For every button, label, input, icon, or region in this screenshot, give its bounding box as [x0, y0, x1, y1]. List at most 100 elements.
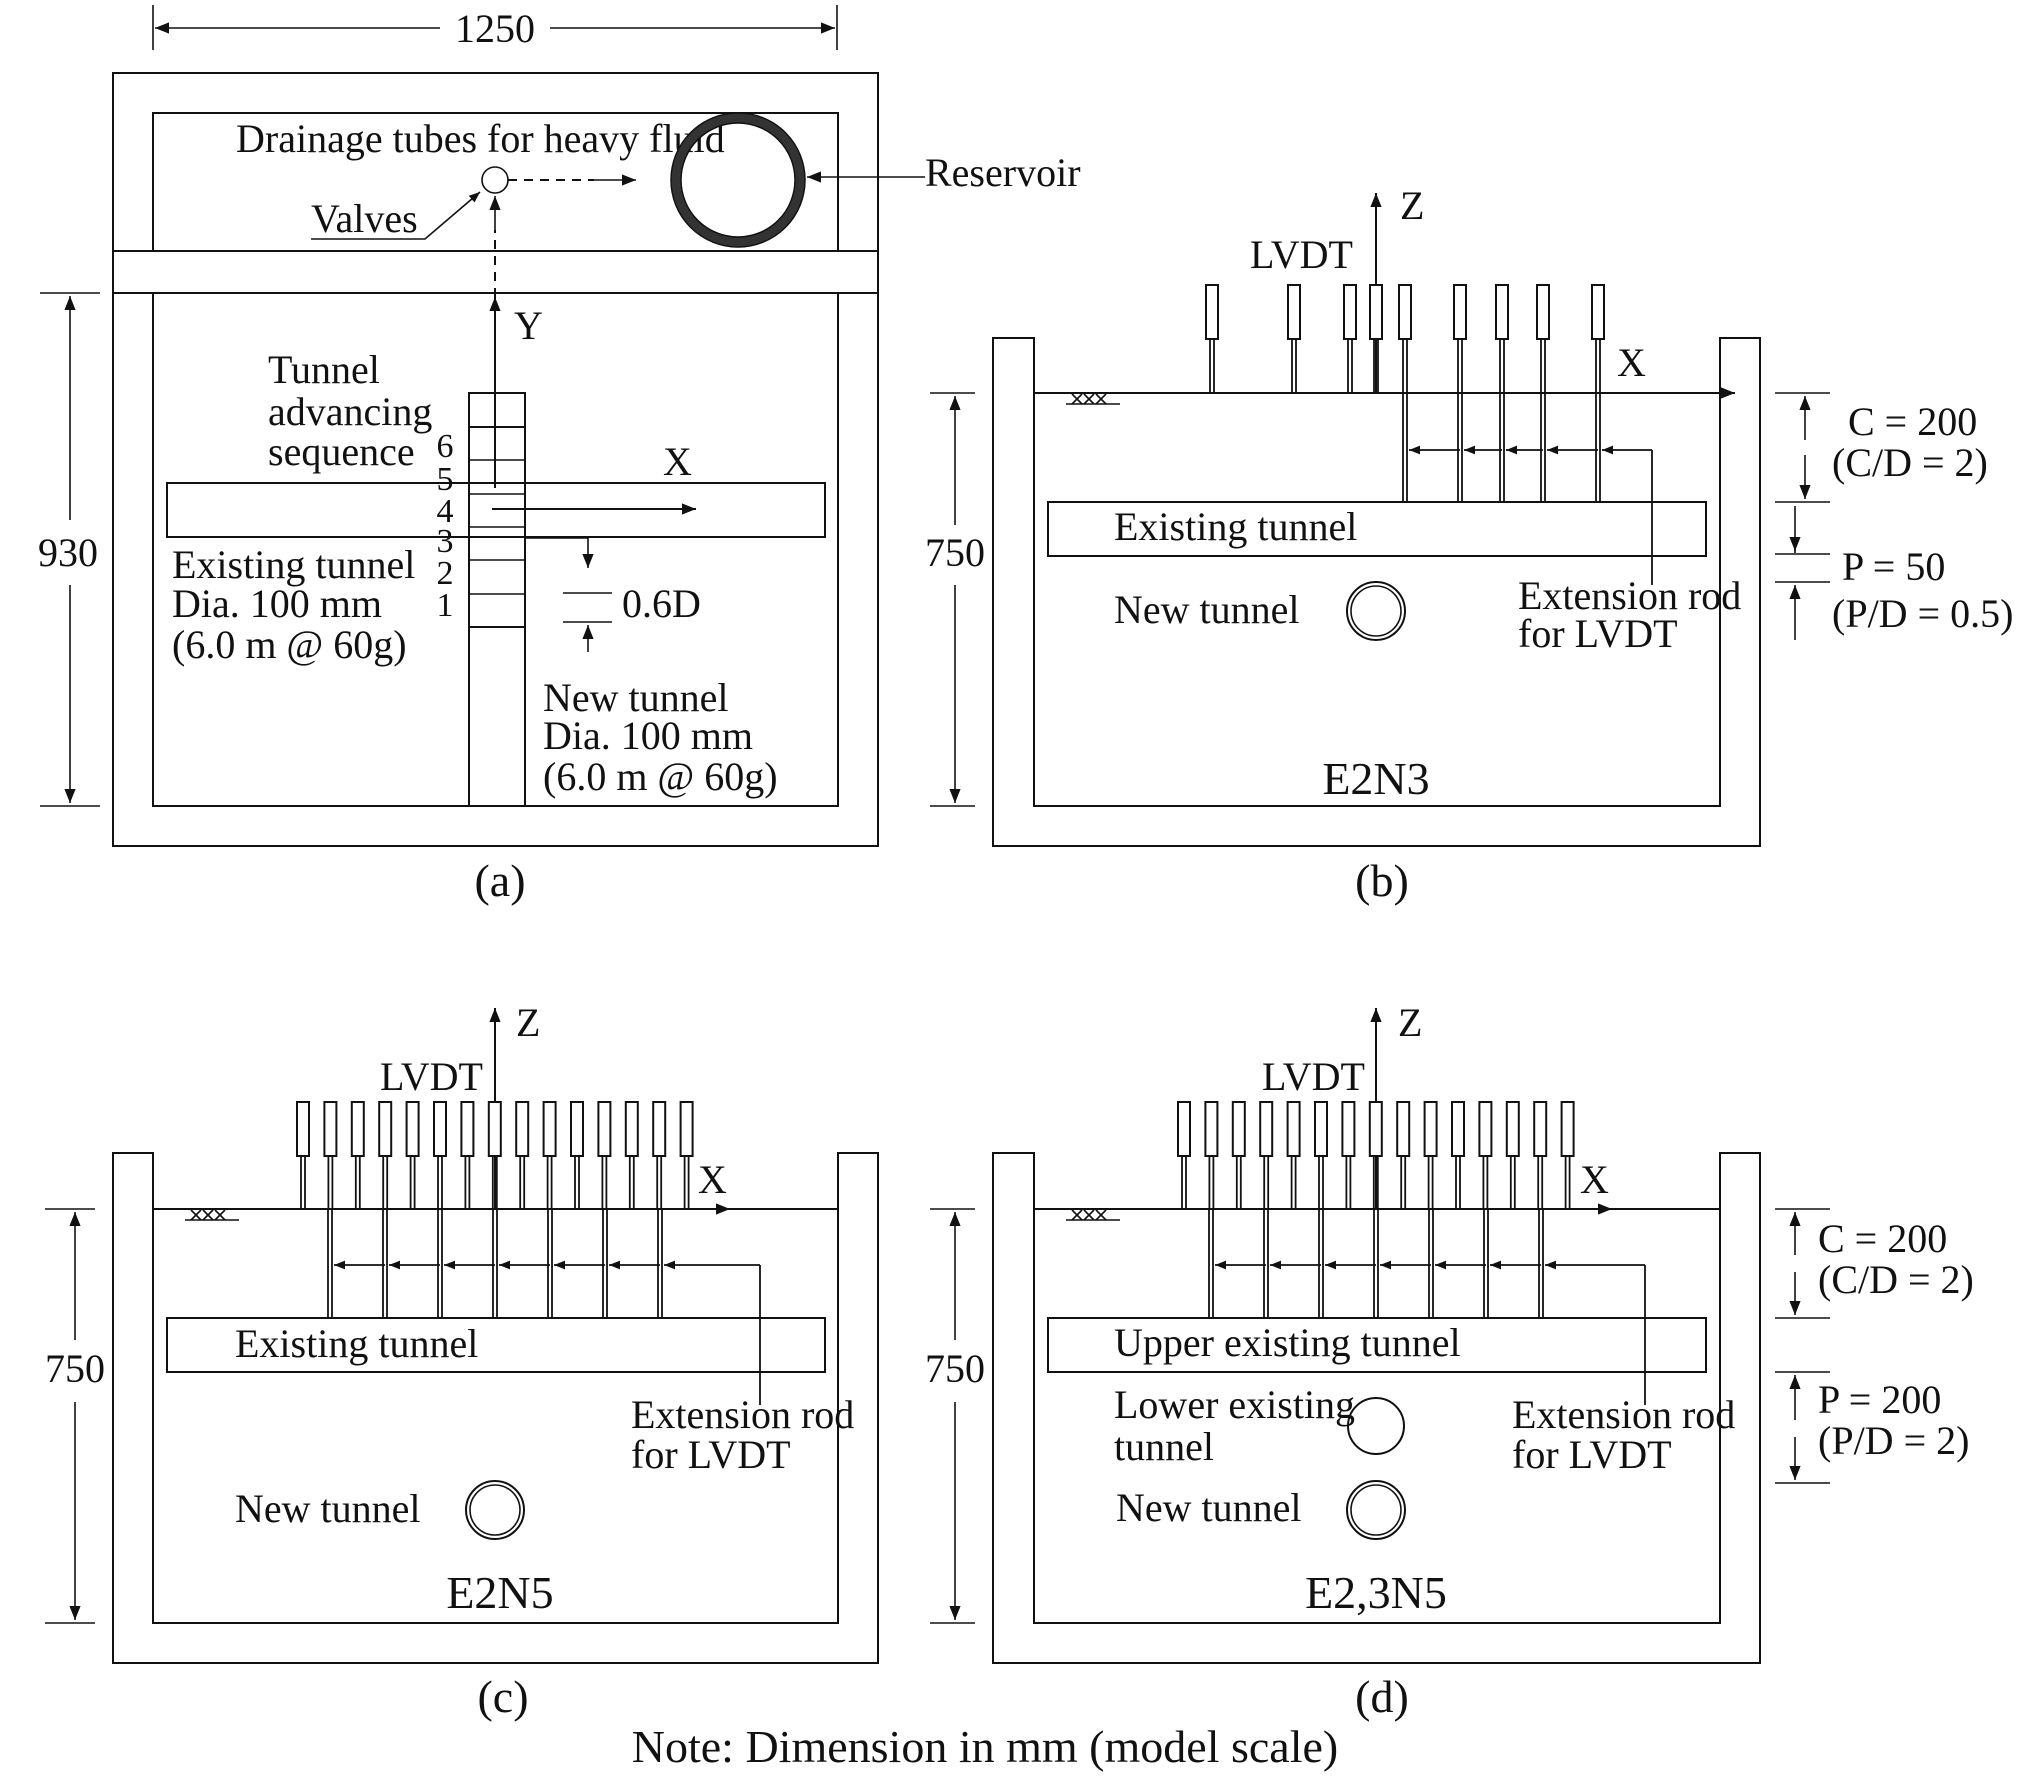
axis-z-label: Z [1398, 1000, 1422, 1045]
upper-existing-tunnel-label: Upper existing tunnel [1114, 1320, 1461, 1365]
rod-label-line2: for LVDT [631, 1432, 791, 1477]
axis-x-label: X [698, 1157, 727, 1202]
dim-depth-750: 750 [925, 530, 985, 575]
dim-depth-750: 750 [925, 1346, 985, 1391]
lvdt-sensor [1591, 284, 1605, 393]
extension-rod [1483, 1209, 1489, 1318]
axis-z-label: Z [516, 1000, 540, 1045]
existing-tunnel [1047, 501, 1707, 557]
extension-rod [1457, 393, 1463, 502]
pillar-line2: (P/D = 0.5) [1832, 591, 2013, 636]
new-tunnel-line2: Dia. 100 mm [543, 713, 753, 758]
pillar-line1: P = 50 [1842, 544, 1945, 589]
new-tunnel-circle [1346, 581, 1406, 641]
container-outer [112, 72, 879, 847]
new-tunnel-circle [1346, 1480, 1406, 1540]
lvdt-array [296, 1101, 694, 1209]
cover-line1: C = 200 [1818, 1216, 1947, 1261]
sequence-number-5: 5 [437, 461, 454, 498]
lvdt-sensor [1453, 284, 1467, 393]
lvdt-sensor [1533, 1101, 1548, 1209]
panel-label: (c) [477, 1671, 528, 1722]
existing-tunnel-plan [166, 482, 826, 538]
panel-b: Z X LVDT Existing tunnel New tunnel Exte… [925, 183, 2013, 906]
case-label: E2,3N5 [1305, 1567, 1447, 1618]
lvdt-label: LVDT [1250, 232, 1353, 277]
case-label: E2N5 [446, 1567, 553, 1618]
lvdt-sensor [1560, 1101, 1575, 1209]
sequence-number-4: 4 [437, 493, 454, 530]
axis-x-label: X [663, 439, 692, 484]
extension-rod [1263, 1209, 1269, 1318]
cover-line2: (C/D = 2) [1832, 440, 1988, 485]
valve-icon [481, 166, 509, 194]
panel-a: 1250 930 Drainage tubes for heavy fluid … [38, 5, 1081, 906]
dim-height-930: 930 [38, 530, 98, 575]
rod-label-line1: Extension rod [1518, 573, 1741, 618]
extension-rod [1540, 393, 1546, 502]
lvdt-sensor [1423, 1101, 1438, 1209]
lvdt-sensor [460, 1101, 475, 1209]
lvdt-array [1205, 284, 1605, 393]
lvdt-sensor [378, 1101, 393, 1209]
sequence-number-6: 6 [437, 428, 454, 465]
existing-tunnel-line3: (6.0 m @ 60g) [172, 622, 407, 667]
lvdt-sensor [1505, 1101, 1520, 1209]
lvdt-sensor [1204, 1101, 1219, 1209]
lower-existing-tunnel-circle [1347, 1397, 1405, 1455]
lvdt-sensor [1495, 284, 1509, 393]
existing-tunnel-label: Existing tunnel [1114, 504, 1357, 549]
lvdt-sensor [350, 1101, 365, 1209]
lower-existing-label-line2: tunnel [1114, 1424, 1214, 1469]
cover-line1: C = 200 [1848, 399, 1977, 444]
lvdt-sensor [1177, 1101, 1191, 1209]
drainage-label: Drainage tubes for heavy fluid [236, 116, 725, 161]
existing-tunnel-line1: Existing tunnel [172, 542, 415, 587]
existing-tunnel-label: Existing tunnel [235, 1321, 478, 1366]
dim-depth-750: 750 [45, 1346, 105, 1391]
lvdt-sensor [1259, 1101, 1274, 1209]
lvdt-sensor [1396, 1101, 1411, 1209]
extension-rod [1428, 1209, 1434, 1318]
note-label: Note: Dimension in mm (model scale) [632, 1721, 1338, 1772]
panel-d: Z X LVDT Upper existing tunnel Lower exi… [925, 1000, 1974, 1722]
lvdt-sensor [1314, 1101, 1328, 1209]
sequence-label-line3: sequence [268, 429, 415, 474]
pillar-line1: P = 200 [1818, 1377, 1941, 1422]
axis-x-label: X [1617, 340, 1646, 385]
lvdt-sensor [1341, 1101, 1356, 1209]
extension-rod [1538, 1209, 1544, 1318]
container-inner [152, 112, 839, 807]
sequence-label-line2: advancing [268, 389, 432, 434]
container-section [992, 337, 1761, 847]
lvdt-sensor [652, 1101, 667, 1209]
lvdt-sensor [1368, 1101, 1383, 1209]
lvdt-sensor [515, 1101, 530, 1209]
axis-y-label: Y [514, 303, 543, 348]
lower-existing-label-line1: Lower existing [1114, 1382, 1355, 1427]
extension-rod [437, 1209, 443, 1318]
rod-label-line2: for LVDT [1512, 1432, 1672, 1477]
lvdt-sensor [296, 1101, 310, 1209]
lvdt-sensor [405, 1101, 420, 1209]
sequence-label-line1: Tunnel [268, 347, 380, 392]
extension-rod [382, 1209, 388, 1318]
lvdt-sensor [1369, 284, 1383, 393]
extension-rods [327, 1209, 761, 1405]
extension-rod [1373, 1209, 1379, 1318]
offset-label: 0.6D [622, 581, 701, 626]
lvdt-array [1177, 1101, 1575, 1209]
reservoir-label: Reservoir [925, 150, 1081, 195]
lvdt-sensor [679, 1101, 694, 1209]
panel-label: (a) [474, 855, 525, 906]
lvdt-label: LVDT [1262, 1054, 1365, 1099]
pillar-line2: (P/D = 2) [1818, 1418, 1969, 1463]
panel-c: Z X LVDT Existing tunnel Extension rod f… [45, 1000, 879, 1722]
extension-rod [327, 1209, 333, 1318]
lvdt-sensor [433, 1101, 447, 1209]
extension-rod [657, 1209, 663, 1318]
cover-line2: (C/D = 2) [1818, 1257, 1974, 1302]
new-tunnel-label: New tunnel [1116, 1485, 1302, 1530]
extension-rod [492, 1209, 498, 1318]
extension-rod [1595, 393, 1601, 502]
